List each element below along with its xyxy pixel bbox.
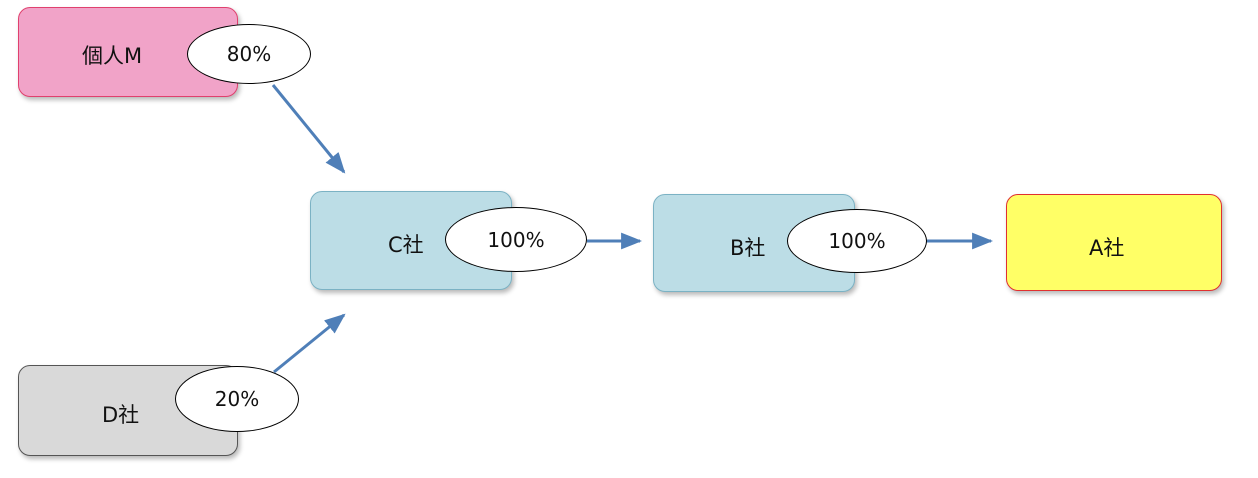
node-company-b-label: B社	[730, 236, 766, 260]
share-company-d: 20%	[175, 366, 299, 432]
node-company-a-label: A社	[1089, 236, 1125, 260]
arrow-d-to-c	[273, 313, 346, 374]
share-company-c: 100%	[445, 207, 587, 272]
share-person-m: 80%	[187, 24, 311, 84]
arrow-m-to-c	[271, 84, 346, 174]
node-company-a	[1006, 194, 1222, 291]
node-person-m-label: 個人M	[82, 44, 143, 68]
share-company-b: 100%	[787, 209, 927, 273]
node-company-d-label: D社	[102, 403, 140, 427]
node-company-c-label: C社	[388, 233, 424, 257]
